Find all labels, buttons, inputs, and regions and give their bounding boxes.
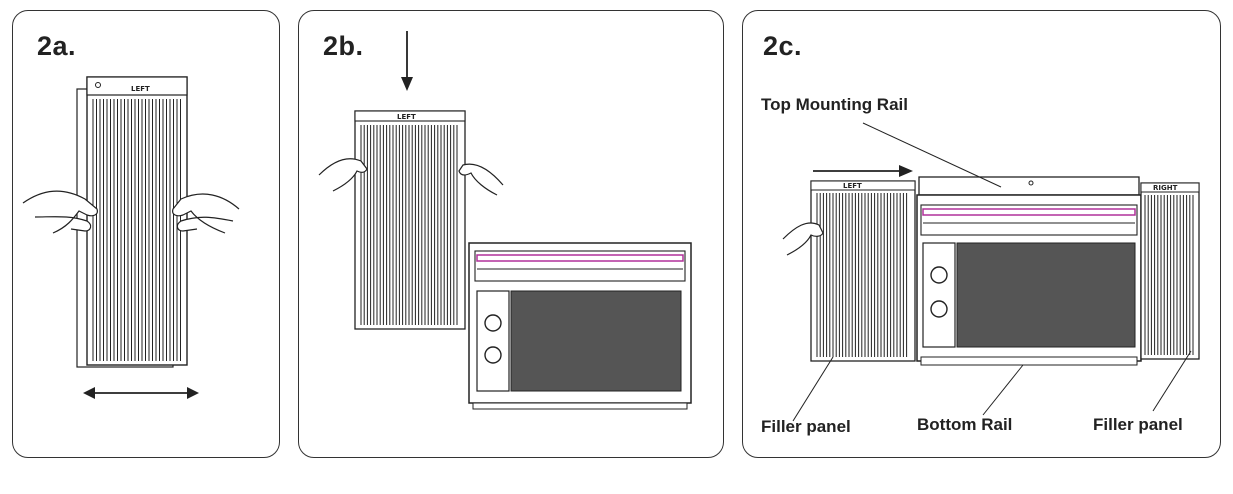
panel-fins: [816, 193, 908, 357]
attach-panel-illustration: LEFT: [318, 31, 692, 410]
down-arrow-icon: [401, 31, 413, 91]
step-label: 2a.: [37, 31, 77, 61]
filler-panel-left-label: Filler panel: [761, 417, 851, 436]
panel-fins: [92, 99, 181, 361]
step-label: 2c.: [763, 31, 803, 61]
panel-fins: [1144, 195, 1194, 355]
right-arrow-icon: [813, 165, 913, 177]
panel-tag: RIGHT: [1153, 184, 1178, 192]
panel-tag: LEFT: [397, 113, 416, 121]
hand-icon: [172, 193, 240, 234]
filler-panel-extend-illustration: LEFT: [22, 76, 240, 399]
panel-tag: LEFT: [131, 85, 150, 93]
panel-tag: LEFT: [843, 182, 862, 190]
ac-unit: [468, 242, 692, 410]
step-2a-panel: 2a. LEFT: [12, 10, 280, 458]
panel-fins: [360, 125, 458, 325]
hand-icon: [22, 190, 98, 234]
top-mounting-rail-label: Top Mounting Rail: [761, 95, 908, 114]
hand-icon: [458, 163, 504, 196]
installed-unit-illustration: LEFT RIGHT: [782, 122, 1200, 422]
ac-unit: [916, 194, 1142, 366]
filler-panel-right-label: Filler panel: [1093, 415, 1183, 434]
bottom-rail-label: Bottom Rail: [917, 415, 1013, 434]
double-arrow-icon: [83, 387, 199, 399]
hand-icon: [318, 158, 368, 192]
step-2b-panel: 2b. LEFT: [298, 10, 724, 458]
step-label: 2b.: [323, 31, 364, 61]
hand-icon: [782, 222, 824, 256]
step-2c-panel: 2c. Top Mounting Rail Filler panel Botto…: [742, 10, 1221, 458]
